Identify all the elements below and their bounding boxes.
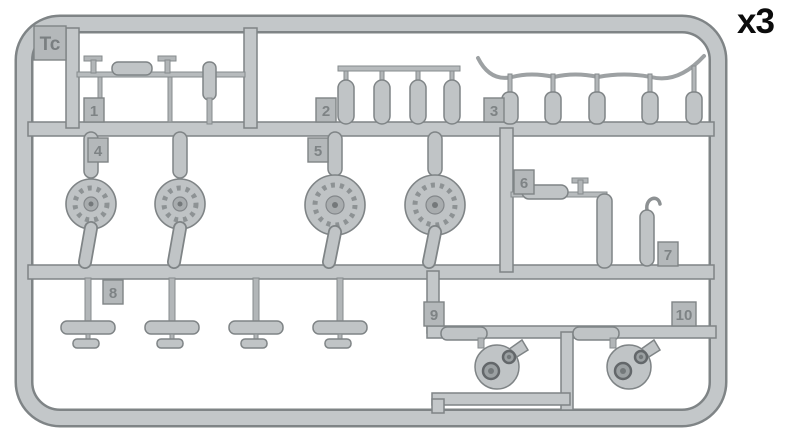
part-tag-9-number: 9 (430, 307, 438, 324)
part-tag-8-number: 8 (109, 285, 117, 302)
section-2-cylinders (337, 65, 461, 125)
part-tag-1: 1 (83, 97, 105, 123)
part-tag-2: 2 (315, 97, 337, 123)
sprue-label-tag: Tc (33, 25, 67, 61)
horizontal-bar-upper (27, 121, 715, 137)
vertical-bar-bottom-middle (560, 331, 574, 411)
part-tag-10: 10 (671, 301, 697, 327)
vertical-bar-top (243, 27, 258, 129)
sprue-internal-bars (27, 27, 717, 414)
part-tag-9: 9 (423, 301, 445, 327)
part-tag-5-number: 5 (314, 143, 322, 160)
section-7-parts (639, 196, 662, 267)
cylinder-part (373, 79, 391, 125)
tool-head-part (228, 320, 284, 335)
tool-head-part (60, 320, 116, 335)
part-tag-4: 4 (87, 137, 109, 163)
part-tag-7: 7 (657, 241, 679, 267)
horizontal-bar-lower (27, 264, 715, 280)
part-tag-8: 8 (102, 279, 124, 305)
tool-head-part (144, 320, 200, 335)
section-5-wheel-parts (304, 131, 466, 269)
bottom-jog-bar (431, 392, 571, 406)
tool-head-part (312, 320, 368, 335)
cylinder-part (544, 91, 562, 125)
cylinder-part (641, 91, 659, 125)
cylinder-part (588, 91, 606, 125)
section-1-parts (76, 55, 246, 125)
part-tag-7-number: 7 (664, 247, 672, 264)
vertical-cylinder-part (202, 61, 217, 101)
cylinder-with-hook-part (639, 209, 655, 267)
vertical-cylinder-part (596, 193, 613, 269)
cylinder-part (443, 79, 461, 125)
vertical-divider-middle (499, 127, 514, 273)
part-tag-3: 3 (483, 97, 505, 123)
small-fitting-part (577, 179, 584, 195)
part-tag-2-number: 2 (322, 103, 330, 120)
section-4-wheel-parts (65, 131, 206, 269)
section-6-parts (510, 177, 613, 269)
cylinder-part (337, 79, 355, 125)
part-tag-5: 5 (307, 137, 329, 163)
quantity-note: x3 (737, 2, 775, 41)
sprue-label-text: Tc (40, 34, 61, 55)
cylinder-part (685, 91, 703, 125)
horizontal-cylinder-part (111, 61, 153, 76)
sprue-outer-frame (14, 14, 728, 428)
section-3-cylinders-wire (476, 54, 706, 125)
vertical-bar-left (65, 27, 80, 129)
part-tag-3-number: 3 (490, 103, 498, 120)
part-tag-6: 6 (513, 169, 535, 195)
part-tag-10-number: 10 (676, 307, 693, 324)
part-tag-1-number: 1 (90, 103, 98, 120)
part-tag-6-number: 6 (520, 175, 528, 192)
hook-part (645, 196, 662, 212)
bottom-jog-stub (431, 398, 445, 414)
part-tag-4-number: 4 (94, 143, 103, 160)
section-8-tool-parts (60, 277, 368, 349)
sprue-label-plate (33, 25, 67, 61)
section-9-10-housing-parts (440, 326, 662, 390)
cylinder-part (409, 79, 427, 125)
